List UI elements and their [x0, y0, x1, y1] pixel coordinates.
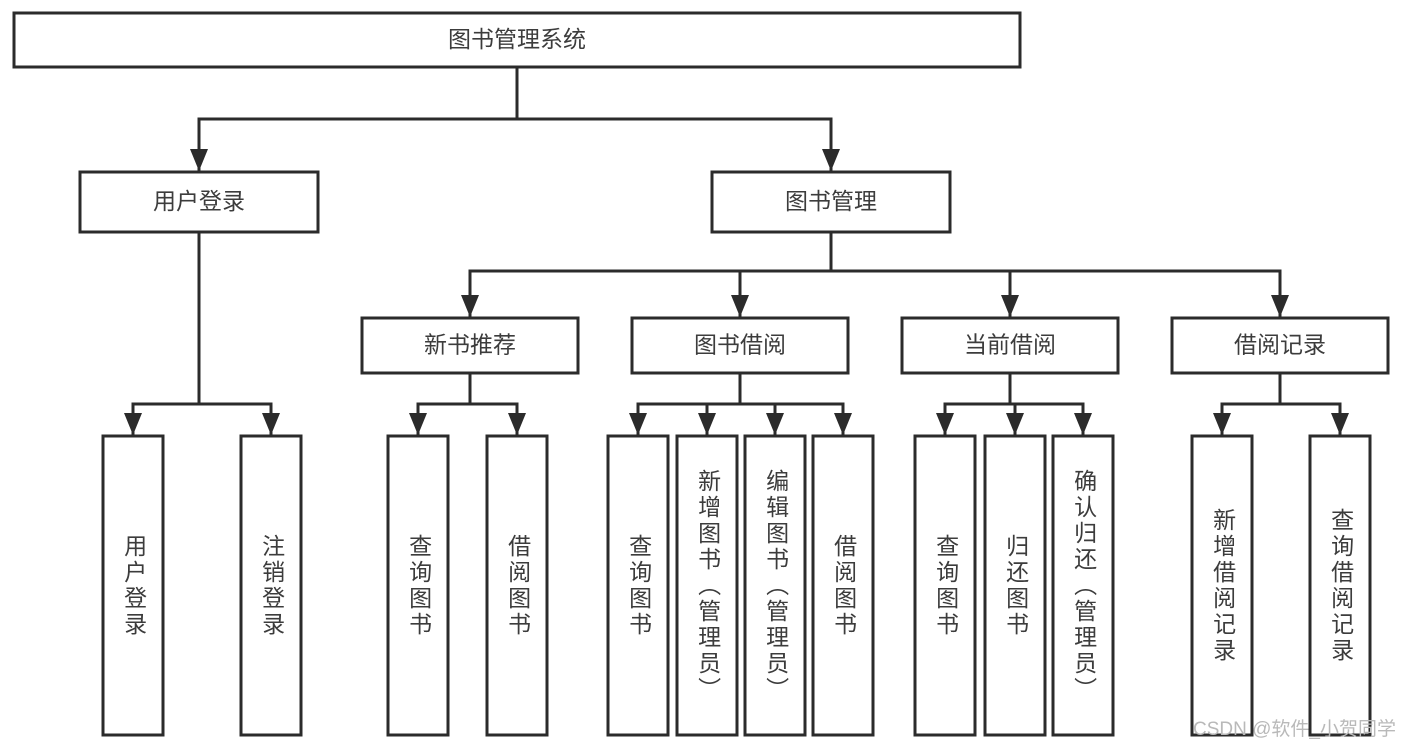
node-box-leaf-query-record[interactable]: [1308, 434, 1372, 737]
watermark-text: CSDN @软件_小贺同学: [1193, 719, 1396, 740]
arrow-head-icon: [1006, 413, 1024, 435]
node-box-leaf-add-record[interactable]: [1190, 434, 1254, 737]
node-box-user-login[interactable]: [78, 170, 320, 234]
node-box-new-book-recommend[interactable]: [360, 316, 580, 375]
node-box-leaf-edit-book[interactable]: [743, 434, 807, 737]
node-box-current-borrow[interactable]: [900, 316, 1120, 375]
node-label-borrow-record: 借阅记录: [1234, 332, 1326, 358]
connector-lines: [124, 65, 1349, 436]
node-box-leaf-user-login[interactable]: [101, 434, 165, 737]
arrow-head-icon: [1001, 295, 1019, 317]
node-box-leaf-query-book-rec[interactable]: [386, 434, 450, 737]
node-box-leaf-borrow-book-rec[interactable]: [485, 434, 549, 737]
node-box-leaf-add-book[interactable]: [675, 434, 739, 737]
node-box-leaf-query-book-borrow[interactable]: [606, 434, 670, 737]
node-box-root[interactable]: [12, 11, 1022, 69]
arrow-head-icon: [409, 413, 427, 435]
node-box-leaf-query-book-cur[interactable]: [913, 434, 977, 737]
arrow-head-icon: [190, 149, 208, 171]
arrow-head-icon: [629, 413, 647, 435]
node-box-leaf-borrow-book[interactable]: [811, 434, 875, 737]
arrow-head-icon: [124, 413, 142, 435]
arrow-head-icon: [698, 413, 716, 435]
arrow-head-icon: [1271, 295, 1289, 317]
node-label-book-borrow: 图书借阅: [694, 332, 786, 358]
arrow-head-icon: [766, 413, 784, 435]
arrow-head-icon: [822, 149, 840, 171]
node-box-leaf-confirm-return[interactable]: [1051, 434, 1115, 737]
arrow-head-icon: [731, 295, 749, 317]
node-box-book-manage[interactable]: [710, 170, 952, 234]
arrow-head-icon: [262, 413, 280, 435]
node-boxes: [12, 11, 1390, 737]
arrow-head-icon: [1074, 413, 1092, 435]
node-label-current-borrow: 当前借阅: [964, 332, 1056, 358]
arrow-head-icon: [1213, 413, 1231, 435]
node-box-borrow-record[interactable]: [1170, 316, 1390, 375]
arrow-head-icon: [461, 295, 479, 317]
node-box-book-borrow[interactable]: [630, 316, 850, 375]
node-label-new-book-recommend: 新书推荐: [424, 332, 516, 358]
node-label-book-manage: 图书管理: [785, 188, 877, 214]
node-label-user-login: 用户登录: [153, 188, 245, 214]
node-label-root: 图书管理系统: [448, 26, 586, 52]
node-box-leaf-logout[interactable]: [239, 434, 303, 737]
arrow-head-icon: [1331, 413, 1349, 435]
node-box-leaf-return-book[interactable]: [983, 434, 1047, 737]
arrow-head-icon: [936, 413, 954, 435]
arrow-head-icon: [834, 413, 852, 435]
arrow-head-icon: [508, 413, 526, 435]
